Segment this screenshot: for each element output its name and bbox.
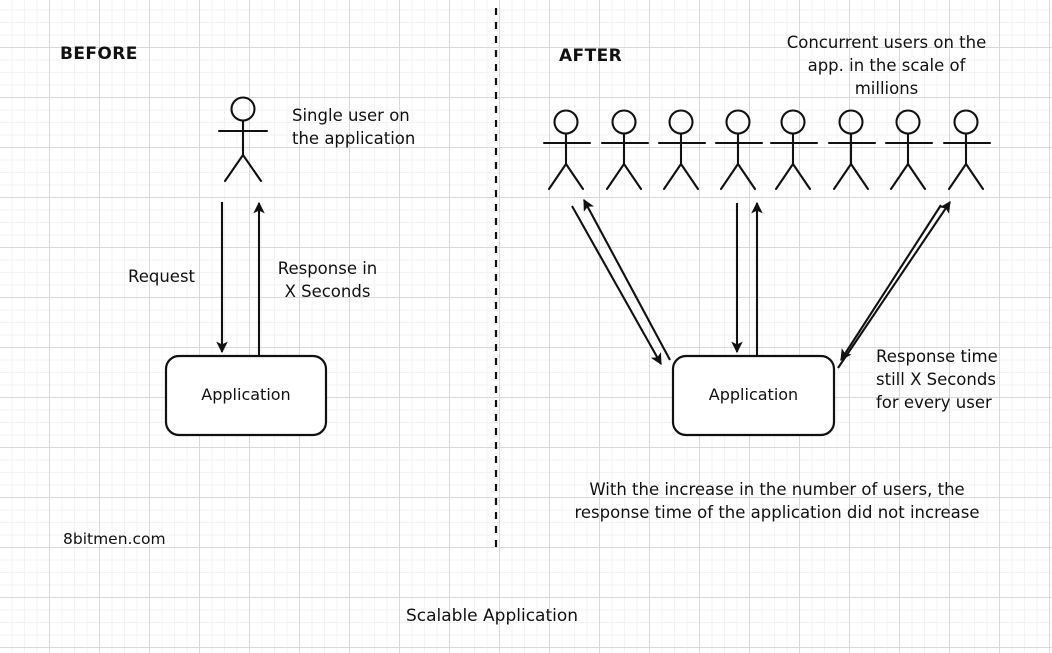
before-user-note-line1: Single user on (292, 106, 410, 125)
before-box-label: Application (201, 385, 291, 404)
stick-figure-icon-5 (769, 109, 819, 191)
stick-figure-icon-6 (827, 109, 877, 191)
after-response-note-line2: still X Seconds (876, 370, 996, 389)
arrow-response-after-right (837, 201, 951, 369)
after-response-note-line3: for every user (876, 393, 992, 412)
stick-figure-icon-7 (884, 109, 934, 191)
after-heading: AFTER (559, 46, 623, 66)
application-box-before (164, 354, 328, 437)
stick-figure-icon-1 (542, 109, 592, 191)
before-heading: BEFORE (60, 44, 138, 64)
after-users-note-line3: millions (854, 79, 919, 98)
watermark-8bitmen: 8bitmen.com (63, 530, 166, 548)
after-users-note-line2: app. in the scale of (807, 56, 966, 75)
before-response-label-line1: Response in (277, 259, 378, 278)
after-caption-line2: response time of the application did not… (574, 503, 980, 522)
before-request-label: Request (128, 267, 196, 286)
after-box-label: Application (708, 385, 799, 404)
before-response-label-line2: X Seconds (284, 282, 371, 301)
after-response-note-line1: Response time (876, 347, 998, 366)
before-user-note-line2: the application (292, 129, 416, 148)
arrow-response-after-left (583, 198, 671, 361)
stick-figure-group-after (542, 109, 992, 191)
after-caption-line1: With the increase in the number of users… (589, 480, 965, 499)
stick-figure-icon-4 (714, 109, 764, 191)
diagram-title: Scalable Application (405, 606, 579, 626)
application-box-after (671, 354, 836, 437)
arrow-request-after-right (840, 204, 942, 361)
arrow-request-after-left (571, 205, 662, 366)
stick-figure-icon-3 (657, 109, 707, 191)
stick-figure-icon-2 (600, 109, 650, 191)
stick-figure-icon-8 (942, 109, 992, 191)
after-users-note-line1: Concurrent users on the (786, 33, 987, 52)
stick-figure-icon-before (217, 96, 269, 183)
